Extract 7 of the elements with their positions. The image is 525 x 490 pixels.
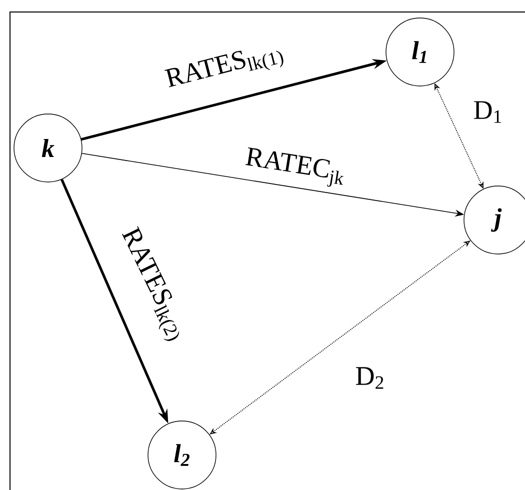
edge-label: D$_{1}$ <box>472 100 504 124</box>
circle-node: k <box>14 114 82 182</box>
edge-label: D$_{2}$ <box>354 366 386 390</box>
edge-label: RATES$_{lk(1)}$ <box>162 38 288 97</box>
circle-node: l$_{1}$ <box>386 18 454 86</box>
circle-node: l$_{2}$ <box>148 420 216 490</box>
edge-label: RATEC$_{jk}$ <box>242 146 348 190</box>
